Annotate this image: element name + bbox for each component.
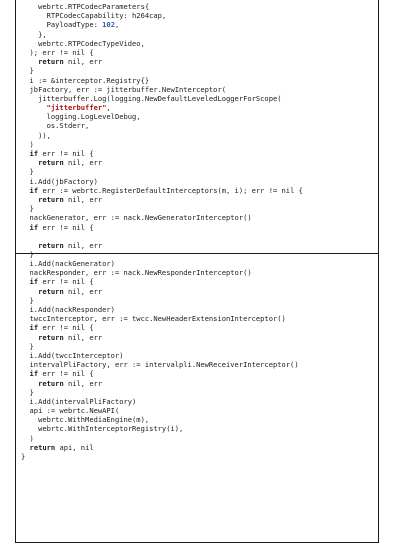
code-line: if err != nil { [21,369,373,378]
code-line: i.Add(nackGenerator) [21,259,115,269]
code-line: i.Add(nackResponder) [21,305,115,314]
code-text: if err := webrtc.RegisterDefaultIntercep… [29,185,303,195]
code-line: } [21,167,34,177]
keyword: return [38,57,64,67]
code-text: if err != nil { [29,277,94,287]
keyword: return [38,378,64,388]
page-break-divider [15,253,379,254]
code-text: if err != nil { [29,323,94,333]
code-text: return nil, err [38,57,103,67]
code-text: return nil, err [38,332,103,342]
keyword: if [29,222,39,232]
code-line: return nil, err [21,287,373,296]
code-line: if err != nil { [21,277,373,286]
code-line: nackResponder, err := nack.NewResponderI… [21,268,252,278]
keyword: if [29,185,39,195]
keyword: return [38,194,64,204]
code-line: i.Add(intervalPliFactory) [21,396,137,406]
code-line: i.Add(twccInterceptor) [21,350,124,360]
code-line: intervalPliFactory, err := intervalpli.N… [21,360,299,370]
code-line: webrtc.WithMediaEngine(m), [21,415,150,425]
code-line: )), [21,130,51,140]
keyword: if [29,323,39,333]
page-break-gap [21,232,373,241]
code-line: } [21,341,34,351]
code-line: return nil, err [21,379,373,388]
code-line: return api, nil [21,443,373,452]
code-line: nackGenerator, err := nack.NewGeneratorI… [21,213,252,223]
code-line: webrtc.RTPCodecParameters{ [21,2,150,11]
code-text: return nil, err [38,194,103,204]
code-text: return nil, err [38,158,103,168]
code-text: return nil, err [38,286,103,296]
code-line: "jitterbuffer", [21,103,373,112]
code-line: jbFactory, err := jitterbuffer.NewInterc… [21,84,226,94]
code-line: return nil, err [21,333,373,342]
code-line: webrtc.WithInterceptorRegistry(i), [21,424,184,434]
code-text: if err != nil { [29,369,94,379]
code-line: os.Stderr, [21,121,90,131]
code-text: return api, nil [29,442,94,452]
code-line: return nil, err [21,57,373,66]
code-line: PayloadType: 102, [21,20,373,29]
code-text: PayloadType: 102, [21,20,120,30]
code-line: webrtc.RTPCodecTypeVideo, [21,38,145,48]
code-line: return nil, err [21,195,373,204]
keyword: if [29,369,39,379]
code-line: return nil, err [21,241,373,250]
code-block: webrtc.RTPCodecParameters{ RTPCodecCapab… [21,2,373,461]
code-line: i.Add(jbFactory) [21,176,98,186]
code-text: if err != nil { [29,222,94,232]
code-line: if err != nil { [21,223,373,232]
code-line: }, [21,29,47,39]
keyword: return [38,332,64,342]
code-line: ) [21,139,34,149]
code-line: RTPCodecCapability: h264cap, [21,11,167,21]
keyword: if [29,277,39,287]
code-line: i := &interceptor.Registry{} [21,75,150,85]
code-line: } [21,295,34,305]
string-literal: "jitterbuffer" [46,103,107,113]
code-line: logging.LogLevelDebug, [21,112,141,122]
code-line: } [21,452,26,461]
code-line: jitterbuffer.Log(logging.NewDefaultLevel… [21,93,282,103]
keyword: return [29,442,56,452]
code-line: api := webrtc.NewAPI( [21,406,120,416]
code-text: return nil, err [38,240,103,250]
keyword: return [38,286,64,296]
code-line: if err != nil { [21,323,373,332]
code-line: twccInterceptor, err := twcc.NewHeaderEx… [21,314,286,324]
code-text: "jitterbuffer", [46,103,111,113]
code-line: ) [21,433,34,443]
code-line: } [21,204,34,214]
code-line: ); err != nil { [21,47,94,57]
number-literal: 102 [102,20,115,30]
code-line: } [21,387,34,397]
code-line: } [21,66,34,76]
code-line: } [21,249,34,259]
keyword: return [38,158,64,168]
keyword: return [38,240,64,250]
code-frame [15,0,379,543]
keyword: if [29,149,39,158]
code-text: if err != nil { [29,149,94,158]
code-line: if err := webrtc.RegisterDefaultIntercep… [21,186,373,195]
code-line: return nil, err [21,158,373,167]
code-text: return nil, err [38,378,103,388]
code-line: if err != nil { [21,149,373,158]
